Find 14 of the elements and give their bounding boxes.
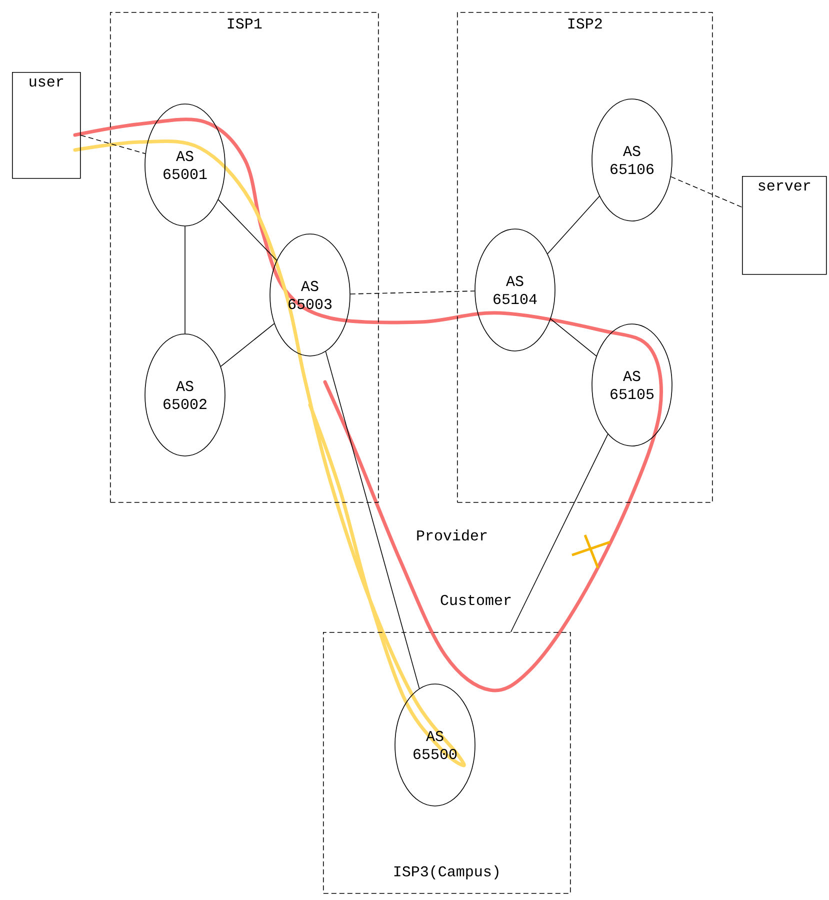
link-line — [350, 290, 475, 294]
link-line — [550, 318, 597, 356]
relationship-label: Provider — [417, 529, 487, 541]
link-line — [510, 434, 608, 632]
link-line — [218, 199, 278, 261]
link-line — [670, 176, 742, 208]
link-line — [220, 323, 275, 367]
link-line — [80, 134, 146, 154]
link-line — [184, 226, 186, 334]
link-line — [325, 351, 420, 689]
host-box: server — [742, 176, 827, 275]
host-box: user — [12, 72, 81, 179]
relationship-label: Customer — [440, 594, 511, 606]
link-line — [547, 196, 600, 254]
